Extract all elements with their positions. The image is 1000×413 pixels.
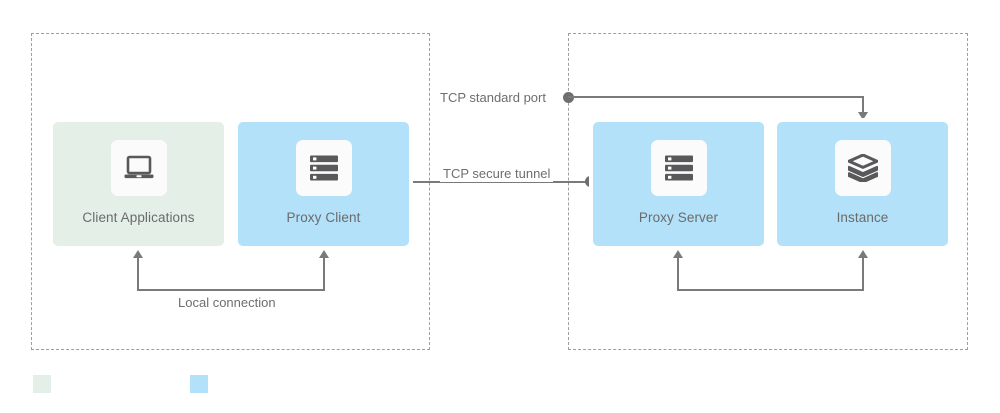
layers-icon <box>847 154 878 182</box>
tcp-standard-port-label: TCP standard port <box>440 90 546 105</box>
node-label: Proxy Server <box>638 210 719 225</box>
local-connection-label: Local connection <box>175 294 279 311</box>
tcp-standard-port-horizontal <box>568 96 864 98</box>
server-environment-zone <box>568 33 968 350</box>
client-environment-zone <box>31 33 430 350</box>
server-link-base <box>677 289 864 291</box>
server-icon <box>309 155 338 181</box>
server-link-right-arrowhead <box>858 250 868 258</box>
local-connection-right-arrowhead <box>319 250 329 258</box>
tcp-standard-port-arrowhead <box>858 112 868 120</box>
server-link-right-riser <box>862 258 864 291</box>
proxy-client-icon-tile <box>295 140 352 196</box>
local-connection-base <box>137 289 325 291</box>
legend-swatch-client <box>33 375 51 393</box>
node-client-applications[interactable]: Client Applications <box>53 122 224 246</box>
instance-icon-tile <box>834 140 891 196</box>
node-proxy-client[interactable]: Proxy Client <box>238 122 409 246</box>
server-icon <box>664 155 693 181</box>
client-applications-icon-tile <box>110 140 167 196</box>
local-connection-right-riser <box>323 258 325 291</box>
node-label: Client Applications <box>82 210 195 225</box>
tcp-secure-tunnel-right-endpoint <box>585 176 596 187</box>
node-instance[interactable]: Instance <box>777 122 948 246</box>
proxy-server-icon-tile <box>650 140 707 196</box>
legend-swatch-proxy <box>190 375 208 393</box>
tcp-secure-tunnel-label: TCP secure tunnel <box>440 165 554 182</box>
tcp-standard-port-vertical <box>862 96 864 115</box>
server-link-left-arrowhead <box>673 250 683 258</box>
local-connection-left-arrowhead <box>133 250 143 258</box>
node-label: Instance <box>836 210 889 225</box>
local-connection-left-riser <box>137 258 139 291</box>
node-proxy-server[interactable]: Proxy Server <box>593 122 764 246</box>
server-link-left-riser <box>677 258 679 291</box>
tcp-secure-tunnel-line <box>405 181 595 183</box>
laptop-icon <box>124 155 153 179</box>
node-label: Proxy Client <box>286 210 361 225</box>
